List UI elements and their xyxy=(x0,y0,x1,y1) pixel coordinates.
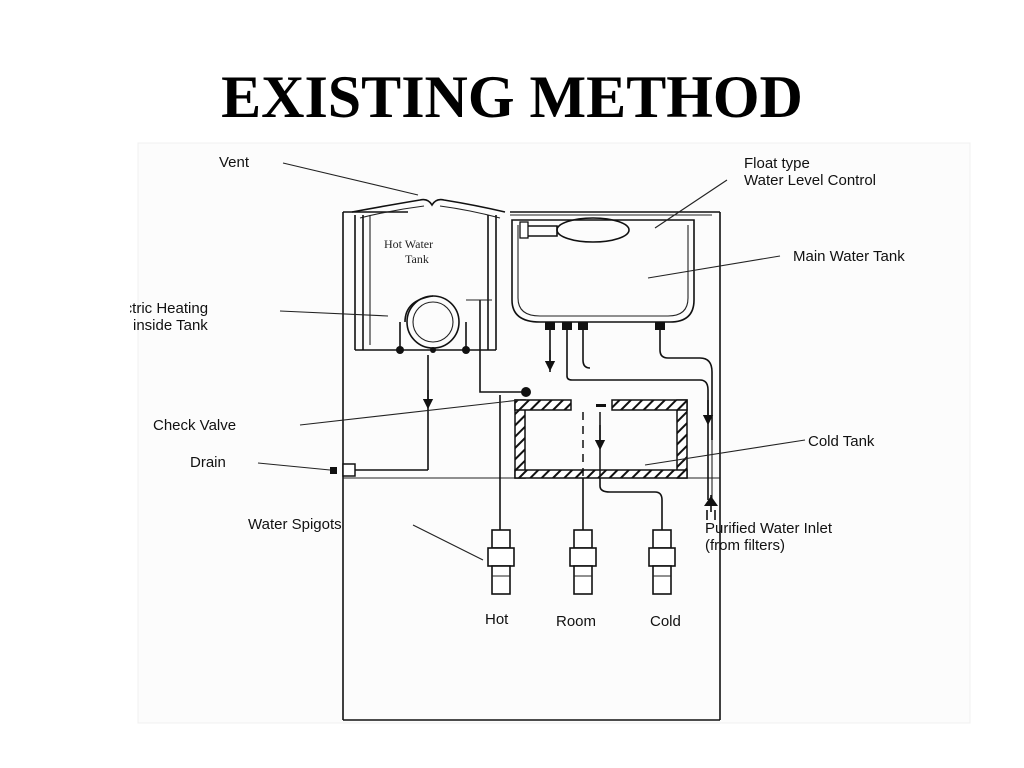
label-drain: Drain xyxy=(190,454,226,471)
label-float-line1: Float type xyxy=(744,155,810,172)
label-heating-line1: Electric Heating xyxy=(130,300,208,317)
slide-title: EXISTING METHOD xyxy=(221,64,803,130)
float-control xyxy=(519,217,630,243)
hot-tank-piping xyxy=(330,299,531,477)
main-tank-piping xyxy=(544,322,714,500)
spigot-hot xyxy=(487,529,515,595)
water-dispenser-diagram: Vent Float type Water Level Control Hot … xyxy=(130,142,971,724)
label-spigots: Water Spigots xyxy=(248,516,342,533)
leader-lines xyxy=(257,162,806,561)
hot-water-tank xyxy=(354,215,497,351)
label-inlet-line1: Purified Water Inlet xyxy=(705,520,833,537)
label-main-tank: Main Water Tank xyxy=(793,248,905,265)
spigot-cold xyxy=(648,529,676,595)
label-hot: Hot xyxy=(485,611,509,628)
heating-coil xyxy=(396,295,470,354)
vent xyxy=(351,198,506,219)
water-inlet xyxy=(704,495,718,520)
label-check-valve: Check Valve xyxy=(153,417,236,434)
label-heating-line2: Coil inside Tank xyxy=(130,317,208,334)
label-float-line2: Water Level Control xyxy=(744,172,876,189)
label-room: Room xyxy=(556,613,596,630)
main-water-tank xyxy=(510,214,712,323)
spigot-piping xyxy=(499,395,663,532)
spigot-room xyxy=(569,529,597,595)
label-inlet-line2: (from filters) xyxy=(705,537,785,554)
label-cold: Cold xyxy=(650,613,681,630)
cold-tank xyxy=(514,399,688,479)
label-cold-tank: Cold Tank xyxy=(808,433,875,450)
scan-background xyxy=(137,142,971,724)
label-hot-tank-line1: Hot Water xyxy=(384,237,433,251)
label-hot-tank-line2: Tank xyxy=(405,252,429,266)
label-vent: Vent xyxy=(219,154,250,171)
